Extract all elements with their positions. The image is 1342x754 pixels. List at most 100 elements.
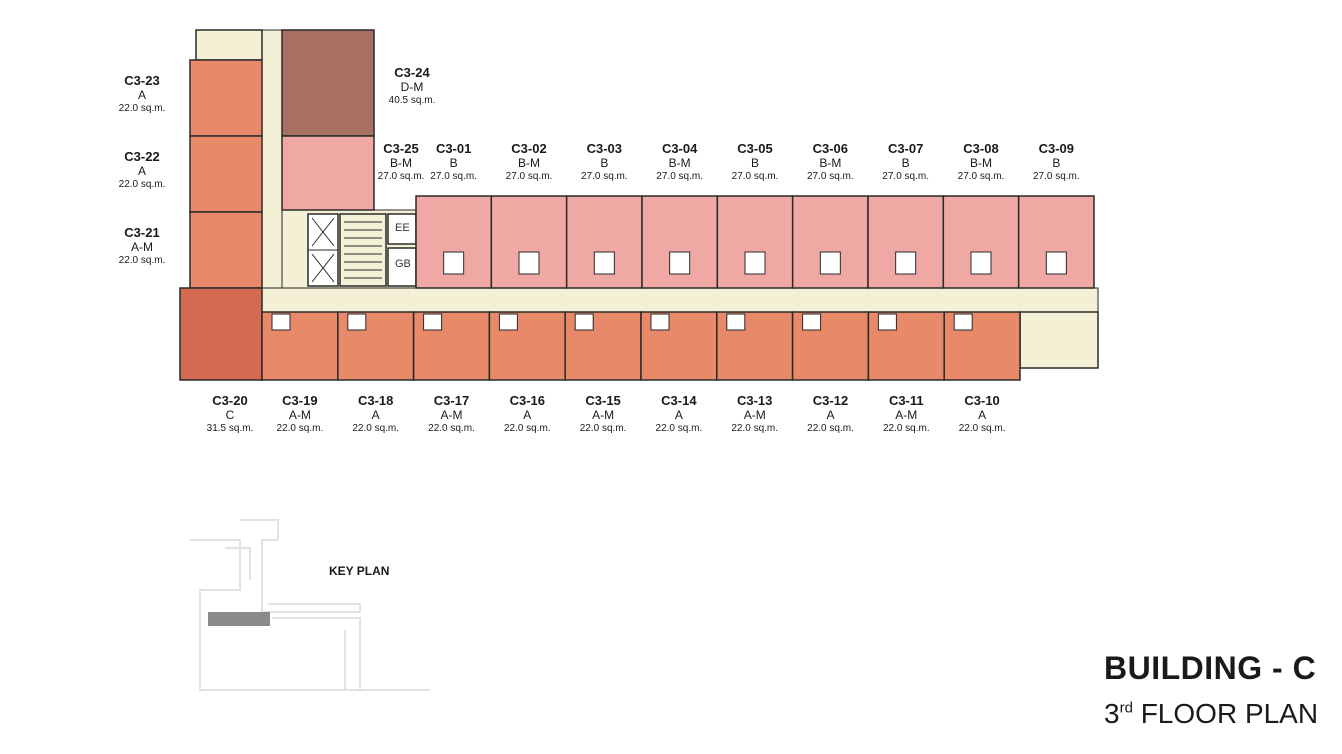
unit-type: A bbox=[137, 163, 146, 178]
unit-c3-22 bbox=[189, 135, 263, 213]
unit-code: C3-14 bbox=[661, 393, 697, 408]
unit-type: A bbox=[523, 407, 532, 422]
unit-code: C3-07 bbox=[887, 141, 924, 156]
bathroom bbox=[443, 251, 465, 275]
unit-area: 27.0 sq.m. bbox=[882, 170, 929, 182]
unit-type: B bbox=[449, 155, 458, 170]
unit-code: C3-20 bbox=[212, 393, 248, 408]
unit-type: A-M bbox=[288, 407, 311, 422]
unit-type: B bbox=[1052, 155, 1061, 170]
unit-code: C3-06 bbox=[812, 141, 849, 156]
unit-area: 22.0 sq.m. bbox=[118, 102, 166, 114]
unit-type: B bbox=[750, 155, 759, 170]
unit-area: 27.0 sq.m. bbox=[656, 170, 703, 182]
unit-area: 22.0 sq.m. bbox=[579, 422, 627, 434]
unit-code: C3-05 bbox=[737, 141, 773, 156]
unit-code: C3-22 bbox=[124, 149, 160, 164]
unit-type: C bbox=[225, 407, 235, 422]
bathroom bbox=[271, 313, 291, 331]
unit-area: 22.0 sq.m. bbox=[428, 422, 475, 434]
floor-ordinal: 3 bbox=[1104, 698, 1120, 729]
bathroom bbox=[650, 313, 670, 331]
unit-c3-20 bbox=[179, 287, 263, 381]
unit-type: A bbox=[978, 407, 987, 422]
bathroom bbox=[593, 251, 615, 275]
unit-code: C3-24 bbox=[394, 65, 430, 80]
unit-area: 22.0 sq.m. bbox=[958, 422, 1006, 434]
unit-area: 27.0 sq.m. bbox=[731, 170, 779, 182]
building-title: BUILDING - C bbox=[1104, 650, 1317, 686]
bathroom bbox=[423, 313, 443, 331]
bathroom bbox=[574, 313, 594, 331]
unit-type: B-M bbox=[819, 155, 842, 170]
unit-type: B-M bbox=[390, 155, 412, 170]
stair-northwest bbox=[195, 29, 263, 61]
unit-type: B-M bbox=[518, 155, 540, 170]
unit-code: C3-13 bbox=[736, 393, 773, 408]
ee-label: EE bbox=[395, 222, 410, 234]
unit-c3-21 bbox=[189, 211, 263, 289]
unit-label-c3-24: C3-24 D-M 40.5 sq.m. bbox=[367, 65, 457, 106]
unit-area: 27.0 sq.m. bbox=[430, 170, 477, 182]
unit-type: A-M bbox=[131, 239, 153, 254]
unit-code: C3-10 bbox=[964, 393, 1000, 408]
unit-type: A-M bbox=[440, 407, 463, 422]
unit-type: D-M bbox=[400, 79, 424, 94]
key-plan-label: KEY PLAN bbox=[329, 564, 390, 578]
unit-area: 27.0 sq.m. bbox=[377, 170, 425, 182]
corridor-vertical bbox=[261, 29, 283, 313]
building-footprint bbox=[179, 29, 1099, 381]
unit-area: 27.0 sq.m. bbox=[505, 170, 553, 182]
unit-type: A-M bbox=[895, 407, 918, 422]
bathroom bbox=[498, 313, 518, 331]
unit-type: A bbox=[826, 407, 835, 422]
unit-area: 27.0 sq.m. bbox=[806, 170, 854, 182]
unit-code: C3-21 bbox=[124, 225, 160, 240]
stair-east bbox=[1019, 311, 1099, 369]
bathroom bbox=[802, 313, 822, 331]
unit-type: A bbox=[371, 407, 380, 422]
unit-c3-25 bbox=[281, 135, 375, 211]
bathroom bbox=[726, 313, 746, 331]
unit-area: 22.0 sq.m. bbox=[276, 422, 324, 434]
floor-text: FLOOR PLAN bbox=[1140, 698, 1319, 729]
unit-type: B bbox=[600, 155, 609, 170]
unit-c3-23 bbox=[189, 59, 263, 137]
unit-area: 31.5 sq.m. bbox=[206, 422, 254, 434]
unit-code: C3-09 bbox=[1038, 141, 1075, 156]
unit-area: 27.0 sq.m. bbox=[957, 170, 1005, 182]
unit-area: 40.5 sq.m. bbox=[388, 94, 436, 106]
bathroom bbox=[518, 251, 540, 275]
unit-area: 22.0 sq.m. bbox=[118, 254, 166, 266]
unit-code: C3-02 bbox=[511, 141, 547, 156]
key-plan bbox=[190, 519, 430, 691]
unit-code: C3-23 bbox=[124, 73, 160, 88]
unit-area: 22.0 sq.m. bbox=[882, 422, 930, 434]
unit-code: C3-08 bbox=[963, 141, 999, 156]
bathroom bbox=[1045, 251, 1067, 275]
bathroom bbox=[819, 251, 841, 275]
unit-code: C3-03 bbox=[586, 141, 623, 156]
unit-type: B bbox=[901, 155, 910, 170]
bathroom bbox=[953, 313, 973, 331]
unit-type: B-M bbox=[668, 155, 691, 170]
unit-code: C3-17 bbox=[433, 393, 470, 408]
